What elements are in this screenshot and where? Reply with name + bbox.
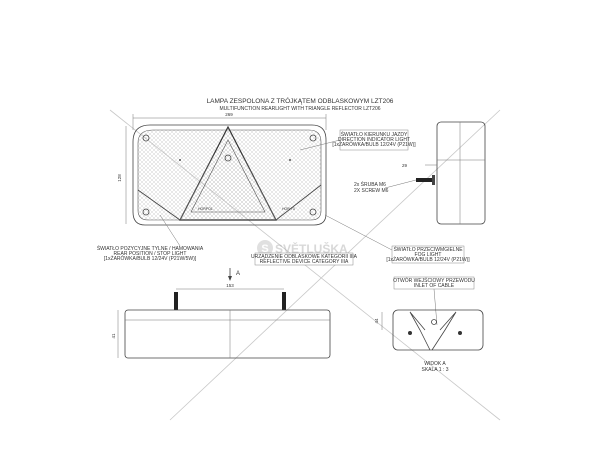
label-reflector: URZĄDZENIE ODBLASKOWE KATEGORII IIIA REF… xyxy=(251,252,358,266)
svg-text:URZĄDZENIE ODBLASKOWE KATEGORI: URZĄDZENIE ODBLASKOWE KATEGORII IIIA xyxy=(251,254,358,260)
svg-text:SVĚTLUŠKA: SVĚTLUŠKA xyxy=(275,241,348,256)
dim-mount: 153 xyxy=(226,283,234,288)
label-fog: ŚWIATŁO PRZECIWMGIELNE FOG LIGHT [1xŻARÓ… xyxy=(324,214,470,264)
title-en: MULTIFUNCTION REARLIGHT WITH TRIANGLE RE… xyxy=(219,106,380,112)
view-a-arrow: A xyxy=(228,268,240,281)
svg-text:ŚWIATŁO PRZECIWMGIELNE: ŚWIATŁO PRZECIWMGIELNE xyxy=(393,245,463,253)
lamp-mark-left: HORPOL xyxy=(198,207,213,211)
svg-text:[1xŻARÓWKA/BULB 12/24V (P21W)]: [1xŻARÓWKA/BULB 12/24V (P21W)] xyxy=(332,141,416,148)
svg-text:DIRECTION INDICATOR LIGHT: DIRECTION INDICATOR LIGHT xyxy=(338,137,410,143)
view-a-scale: SKALA 1 : 3 xyxy=(422,367,449,373)
label-direction-indicator: ŚWIATŁO KIERUNKU JAZDY DIRECTION INDICAT… xyxy=(299,129,416,151)
svg-text:S: S xyxy=(261,243,268,255)
dim-screw: 29 xyxy=(402,163,408,168)
svg-text:ŚWIATŁO POZYCYJNE TYLNE / HAMO: ŚWIATŁO POZYCYJNE TYLNE / HAMOWANIA xyxy=(97,244,204,252)
svg-text:OTWÓR WEJŚCIOWY PRZEWODU: OTWÓR WEJŚCIOWY PRZEWODU xyxy=(393,276,475,284)
lamp-mark-right: HOR 73 xyxy=(282,207,295,211)
svg-text:REFLECTIVE DEVICE CATEGORY III: REFLECTIVE DEVICE CATEGORY IIIA xyxy=(260,259,349,265)
front-view: HORPOL HOR 73 xyxy=(132,124,327,226)
svg-text:REAR POSITION / STOP LIGHT: REAR POSITION / STOP LIGHT xyxy=(114,251,187,257)
svg-text:[1xŻARÓWKA/BULB 12/24V (P21W)]: [1xŻARÓWKA/BULB 12/24V (P21W)] xyxy=(386,256,470,263)
watermark-logo: S SVĚTLUŠKA xyxy=(257,240,348,256)
svg-text:ŚWIATŁO KIERUNKU JAZDY: ŚWIATŁO KIERUNKU JAZDY xyxy=(341,130,408,138)
dim-height: 128 xyxy=(117,174,122,182)
dim-depth: 41 xyxy=(111,333,116,339)
svg-text:A: A xyxy=(236,271,240,277)
dim-cable-offset: 44 xyxy=(374,318,379,324)
view-a-title: WIDOK A xyxy=(424,361,446,367)
view-a: 44 WIDOK A SKALA 1 : 3 xyxy=(374,309,484,373)
screw xyxy=(416,178,432,182)
svg-text:INLET OF CABLE: INLET OF CABLE xyxy=(414,283,455,289)
svg-text:2X SCREW M6: 2X SCREW M6 xyxy=(354,188,389,194)
svg-text:[1xŻARÓWKA/BULB 12/24V (P21W/5: [1xŻARÓWKA/BULB 12/24V (P21W/5W)] xyxy=(104,255,197,262)
bottom-view: 153 41 xyxy=(111,283,331,359)
label-cable-inlet: OTWÓR WEJŚCIOWY PRZEWODU INLET OF CABLE xyxy=(393,276,475,326)
dim-width: 269 xyxy=(225,112,233,117)
side-view: 29 xyxy=(402,121,486,225)
reflector-triangle xyxy=(179,125,277,221)
label-rear-stop: ŚWIATŁO POZYCYJNE TYLNE / HAMOWANIA REAR… xyxy=(97,214,204,262)
height-dimension: 128 xyxy=(117,126,127,224)
svg-text:FOG LIGHT: FOG LIGHT xyxy=(415,252,442,258)
title-pl: LAMPA ZESPOLONA Z TRÓJKĄTEM ODBLASKOWYM … xyxy=(207,96,394,105)
svg-text:2x ŚRUBA M6: 2x ŚRUBA M6 xyxy=(354,180,386,188)
width-dimension: 269 xyxy=(132,112,327,130)
label-screw: 2x ŚRUBA M6 2X SCREW M6 xyxy=(354,179,417,194)
